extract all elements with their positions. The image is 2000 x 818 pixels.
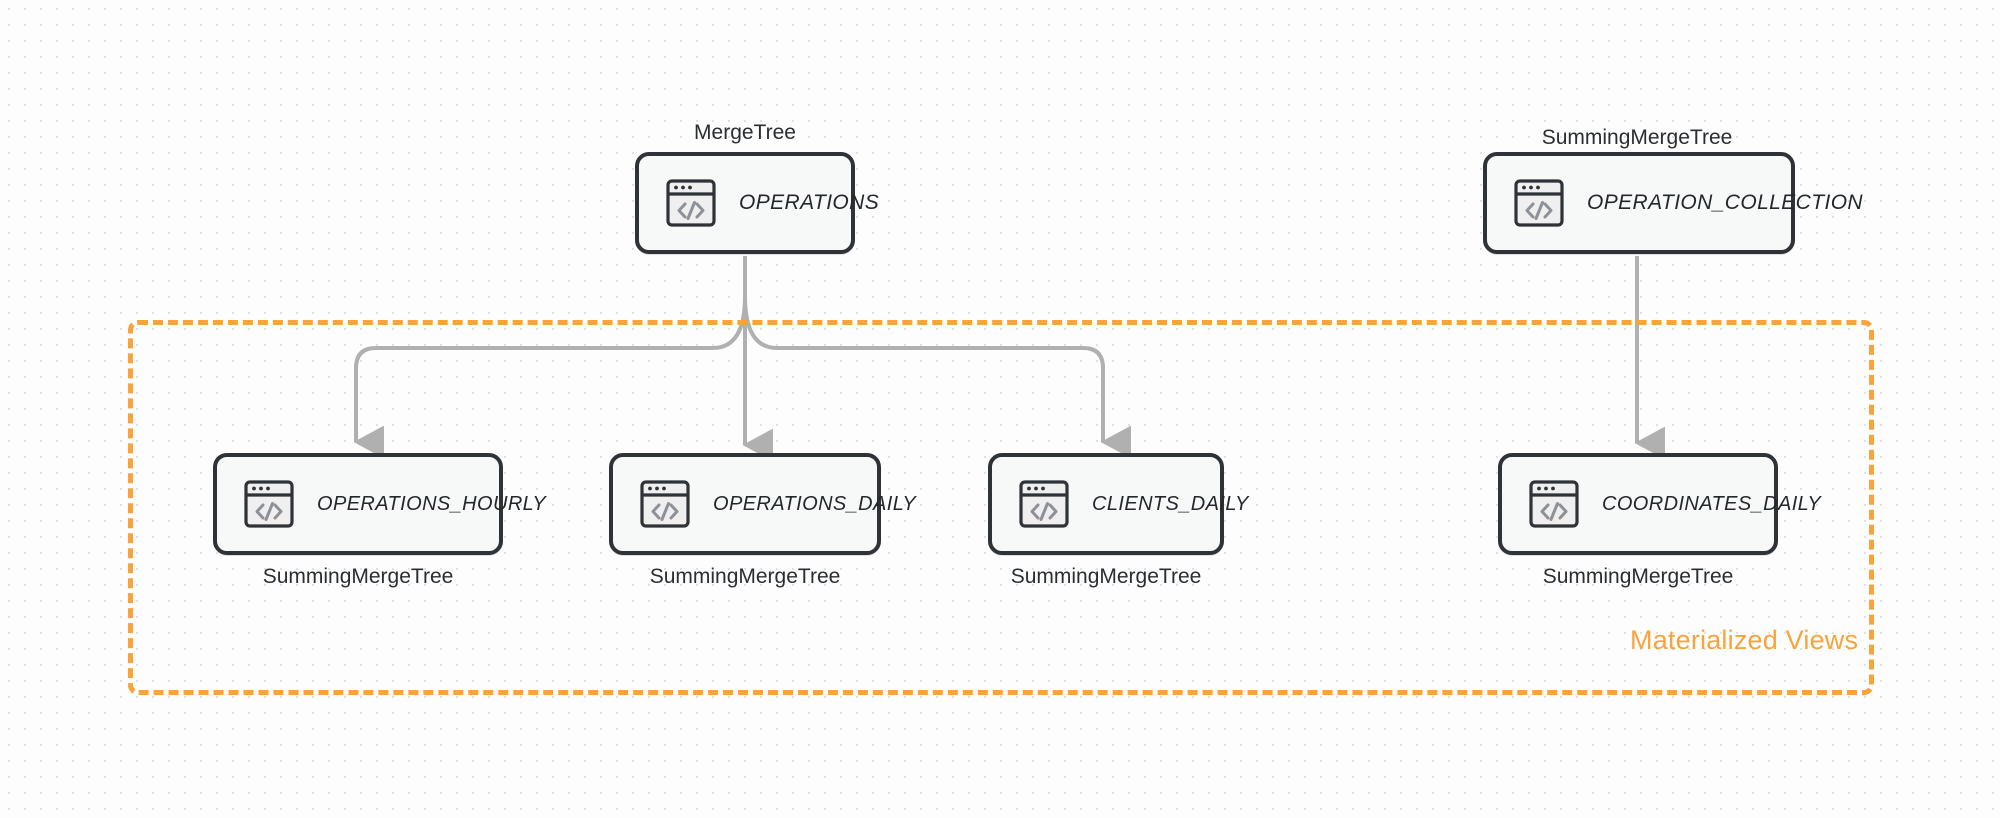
materialized-views-group-label: Materialized Views bbox=[1630, 625, 1859, 655]
node-operations-label: OPERATIONS bbox=[739, 191, 880, 214]
code-window-icon bbox=[1018, 478, 1070, 530]
caption-operations-hourly-engine: SummingMergeTree bbox=[262, 565, 454, 588]
caption-operations-daily-engine: SummingMergeTree bbox=[649, 565, 841, 588]
caption-operation-collection-engine: SummingMergeTree bbox=[1541, 126, 1733, 149]
code-window-icon bbox=[639, 478, 691, 530]
caption-coordinates-daily-engine: SummingMergeTree bbox=[1542, 565, 1734, 588]
node-coordinates-daily-label: COORDINATES_DAILY bbox=[1602, 492, 1822, 515]
node-clients-daily-label: CLIENTS_DAILY bbox=[1092, 492, 1249, 515]
node-operations-hourly-label: OPERATIONS_HOURLY bbox=[317, 492, 547, 515]
node-operations[interactable]: OPERATIONS bbox=[635, 152, 879, 254]
node-operations-daily[interactable]: OPERATIONS_DAILY bbox=[609, 453, 916, 555]
code-window-icon bbox=[243, 478, 295, 530]
node-operations-hourly[interactable]: OPERATIONS_HOURLY bbox=[213, 453, 546, 555]
node-clients-daily[interactable]: CLIENTS_DAILY bbox=[988, 453, 1248, 555]
caption-clients-daily-engine: SummingMergeTree bbox=[1010, 565, 1202, 588]
node-operation-collection[interactable]: OPERATION_COLLECTION bbox=[1483, 152, 1863, 254]
code-window-icon bbox=[665, 177, 717, 229]
code-window-icon bbox=[1528, 478, 1580, 530]
node-operation-collection-label: OPERATION_COLLECTION bbox=[1587, 191, 1863, 214]
materialized-views-group bbox=[128, 320, 1874, 695]
code-window-icon bbox=[1513, 177, 1565, 229]
node-coordinates-daily[interactable]: COORDINATES_DAILY bbox=[1498, 453, 1821, 555]
node-operations-daily-label: OPERATIONS_DAILY bbox=[713, 492, 917, 515]
caption-operations-engine: MergeTree bbox=[694, 121, 796, 144]
